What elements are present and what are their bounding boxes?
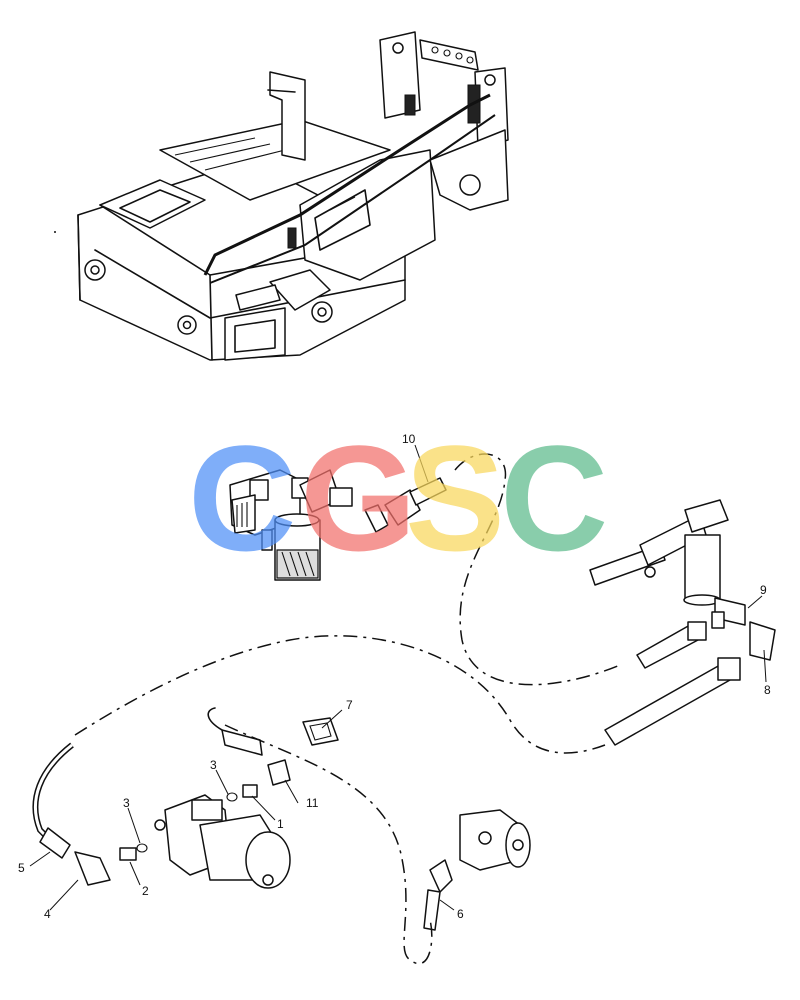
flange-fitting-assembly: [423, 809, 531, 931]
watermark-letter-c2: C: [500, 414, 608, 582]
valve-block-assembly: [229, 469, 447, 581]
watermark-letter-s: S: [405, 414, 505, 582]
callout-4: 4: [44, 907, 51, 921]
callout-leaders: [29, 444, 767, 911]
tractor-frame-assembly: [54, 31, 509, 361]
routing-lines: [74, 453, 621, 965]
cgsc-watermark: C G S C: [188, 414, 608, 582]
watermark-letter-g: G: [300, 414, 417, 582]
callout-3-upper: 3: [210, 758, 217, 772]
pump-motor-assembly: [32, 707, 339, 889]
callout-11: 11: [306, 796, 319, 810]
actuator-cylinder-assembly: [589, 499, 776, 746]
callout-labels: 10 9 8 7 11 1 3 3 2 4 5 6: [18, 432, 771, 921]
callout-2: 2: [142, 884, 149, 898]
callout-8: 8: [764, 683, 771, 697]
callout-3-lower: 3: [123, 796, 130, 810]
callout-9: 9: [760, 583, 767, 597]
callout-1: 1: [277, 817, 284, 831]
callout-6: 6: [457, 907, 464, 921]
callout-7: 7: [346, 698, 353, 712]
watermark-letter-c1: C: [188, 414, 296, 582]
callout-10: 10: [402, 432, 416, 446]
callout-5: 5: [18, 861, 25, 875]
